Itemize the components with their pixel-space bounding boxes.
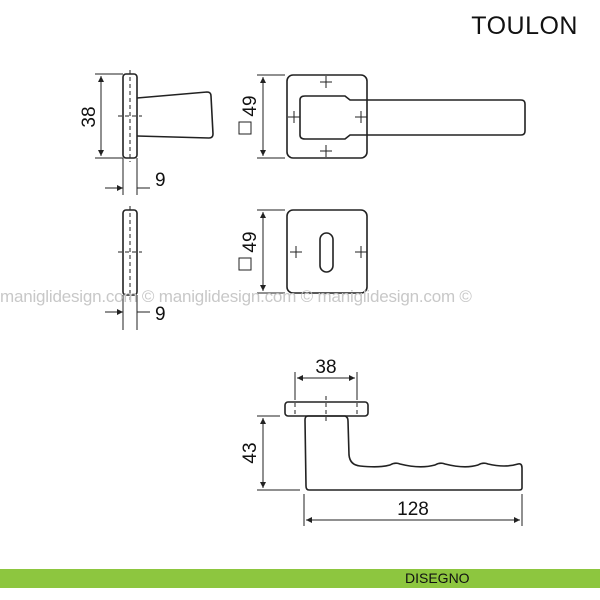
dim-lever-length: 128: [397, 499, 429, 520]
dim-escutcheon-square: 49: [240, 231, 261, 252]
watermark: maniglidesign.com © maniglidesign.com © …: [0, 287, 472, 306]
dim-escutcheon-side-thickness: 9: [155, 304, 166, 325]
dim-lever-height: 43: [240, 442, 261, 463]
escutcheon-side-view: 9: [105, 206, 166, 330]
rose-side-view: 38 9: [79, 70, 214, 195]
dim-top-rose-width: 38: [315, 357, 336, 378]
footer-label: DISEGNO: [405, 570, 470, 586]
dim-rose-square: 49: [240, 95, 261, 116]
rose-front-view: 49: [238, 74, 526, 159]
dim-rose-side-thickness: 9: [155, 170, 166, 191]
lever-top-view: 38 43 128: [240, 357, 523, 526]
dim-rose-side-height: 38: [79, 106, 100, 127]
footer-bar: DISEGNO: [0, 569, 600, 588]
product-title: TOULON: [471, 12, 578, 40]
escutcheon-front-view: 49: [238, 209, 368, 294]
